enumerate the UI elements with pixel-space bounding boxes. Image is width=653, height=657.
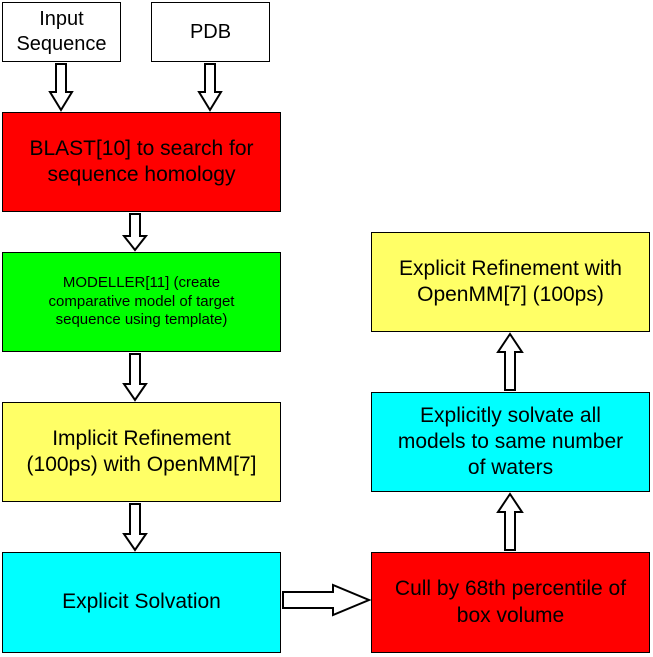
arrow-solvate-to-refinement: [496, 332, 524, 391]
arrow-cull-to-solvate: [496, 492, 524, 551]
explicit-solvation-node: Explicit Solvation: [2, 552, 281, 653]
input-sequence-label: Input Sequence: [16, 8, 107, 55]
arrow-implicit-to-solvation: [122, 503, 148, 552]
arrow-pdb-to-blast: [197, 63, 223, 112]
blast-label: BLAST[10] to search for sequence homolog…: [29, 136, 254, 186]
solvate-all-node: Explicitly solvate all models to same nu…: [371, 392, 650, 492]
input-sequence-node: Input Sequence: [2, 2, 121, 62]
arrow-modeller-to-implicit: [122, 353, 148, 402]
implicit-refinement-label: Implicit Refinement (100ps) with OpenMM[…: [26, 426, 257, 476]
arrow-blast-to-modeller: [121, 213, 149, 252]
arrow-input-to-blast: [48, 63, 74, 112]
solvate-all-label: Explicitly solvate all models to same nu…: [397, 403, 624, 480]
modeller-node: MODELLER[11] (create comparative model o…: [2, 252, 281, 352]
modeller-label: MODELLER[11] (create comparative model o…: [48, 273, 235, 329]
explicit-refinement-node: Explicit Refinement with OpenMM[7] (100p…: [371, 232, 650, 332]
pdb-label: PDB: [189, 20, 232, 43]
blast-node: BLAST[10] to search for sequence homolog…: [2, 112, 281, 212]
pdb-node: PDB: [151, 2, 270, 62]
explicit-refinement-label: Explicit Refinement with OpenMM[7] (100p…: [399, 256, 622, 306]
arrow-solvation-to-cull: [282, 583, 372, 617]
implicit-refinement-node: Implicit Refinement (100ps) with OpenMM[…: [2, 402, 281, 502]
cull-label: Cull by 68th percentile of box volume: [394, 577, 627, 627]
cull-node: Cull by 68th percentile of box volume: [371, 552, 650, 653]
explicit-solvation-label: Explicit Solvation: [62, 590, 221, 614]
